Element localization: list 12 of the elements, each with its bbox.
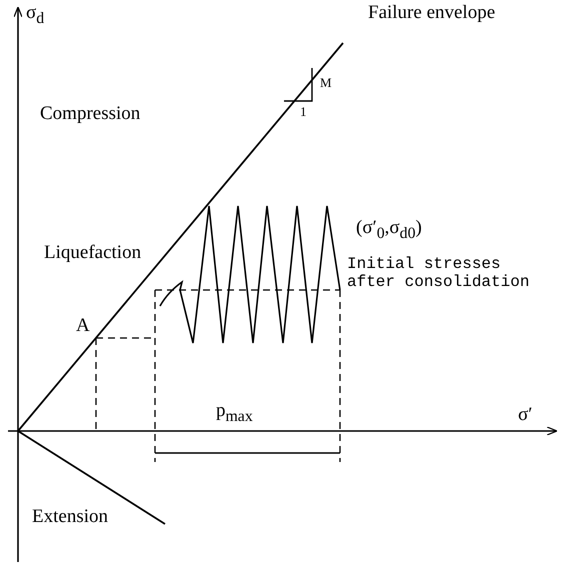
slope-label: M — [320, 76, 332, 91]
stress-point-label: (σ′$_{0}$,σ$_{d0}$) — [356, 217, 422, 243]
region-label: Extension — [32, 506, 108, 528]
axis-label: σ$_{d}$ — [26, 2, 44, 28]
slope-label: 1 — [300, 105, 306, 120]
region-label: Liquefaction — [44, 242, 142, 264]
annotation-text: Initial stresses after consolidation — [347, 255, 530, 292]
envelope-label: Failure envelope — [368, 2, 496, 24]
point-label: A — [76, 315, 90, 337]
axis-label: σ′ — [518, 404, 532, 426]
region-label: Compression — [40, 103, 140, 125]
dimension-label: p$_{max}$ — [216, 400, 253, 426]
